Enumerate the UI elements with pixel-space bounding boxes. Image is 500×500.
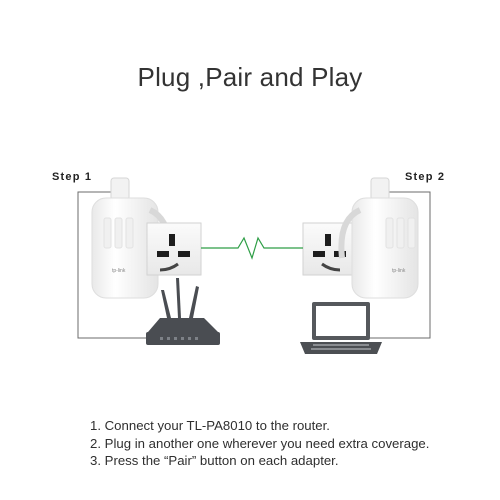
adapter-brand-label: tp-link [392,268,406,274]
instruction-item: 1. Connect your TL-PA8010 to the router. [90,418,330,433]
powerline-adapter-icon: tp-link [338,177,419,299]
step-1-label: Step 1 [52,171,93,183]
instruction-item: 2. Plug in another one wherever you need… [90,435,430,451]
instruction-item: 3. Press the “Pair” button on each adapt… [90,453,339,468]
page-title: Plug ,Pair and Play [137,62,363,92]
wall-socket-icon [146,222,202,276]
instruction-list: 1. Connect your TL-PA8010 to the router.… [90,417,429,470]
wall-socket-icon [302,222,358,276]
powerline-adapter-icon: tp-link [91,177,172,299]
adapter-brand-label: tp-link [112,268,126,274]
step-2-label: Step 2 [405,171,446,183]
connection-wave-icon [201,236,303,260]
laptop-icon [300,302,382,354]
router-icon [146,278,220,345]
